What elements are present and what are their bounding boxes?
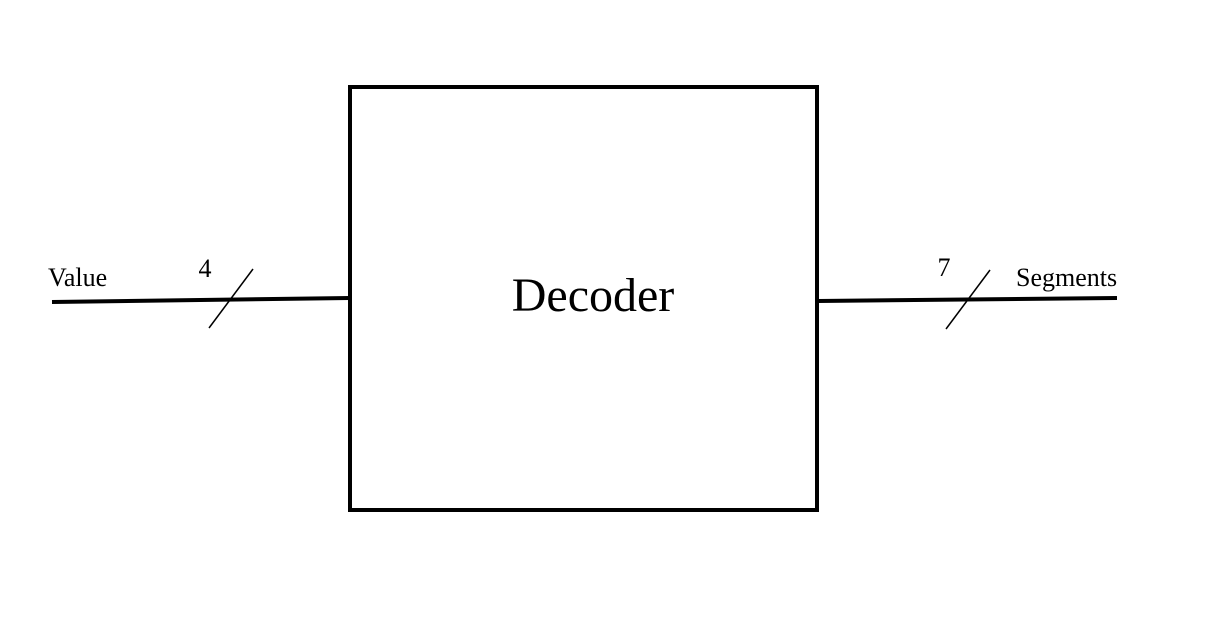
decoder-label: Decoder: [512, 269, 675, 322]
output-signal-label: Segments: [1016, 263, 1117, 292]
output-bus-width-slash: [945, 269, 991, 330]
input-signal-label: Value: [48, 263, 107, 292]
output-bus-width-label: 7: [938, 253, 951, 282]
input-bus-width-slash: [208, 268, 254, 329]
input-bus-width-label: 4: [199, 254, 212, 283]
input-bus-line: [51, 296, 351, 304]
